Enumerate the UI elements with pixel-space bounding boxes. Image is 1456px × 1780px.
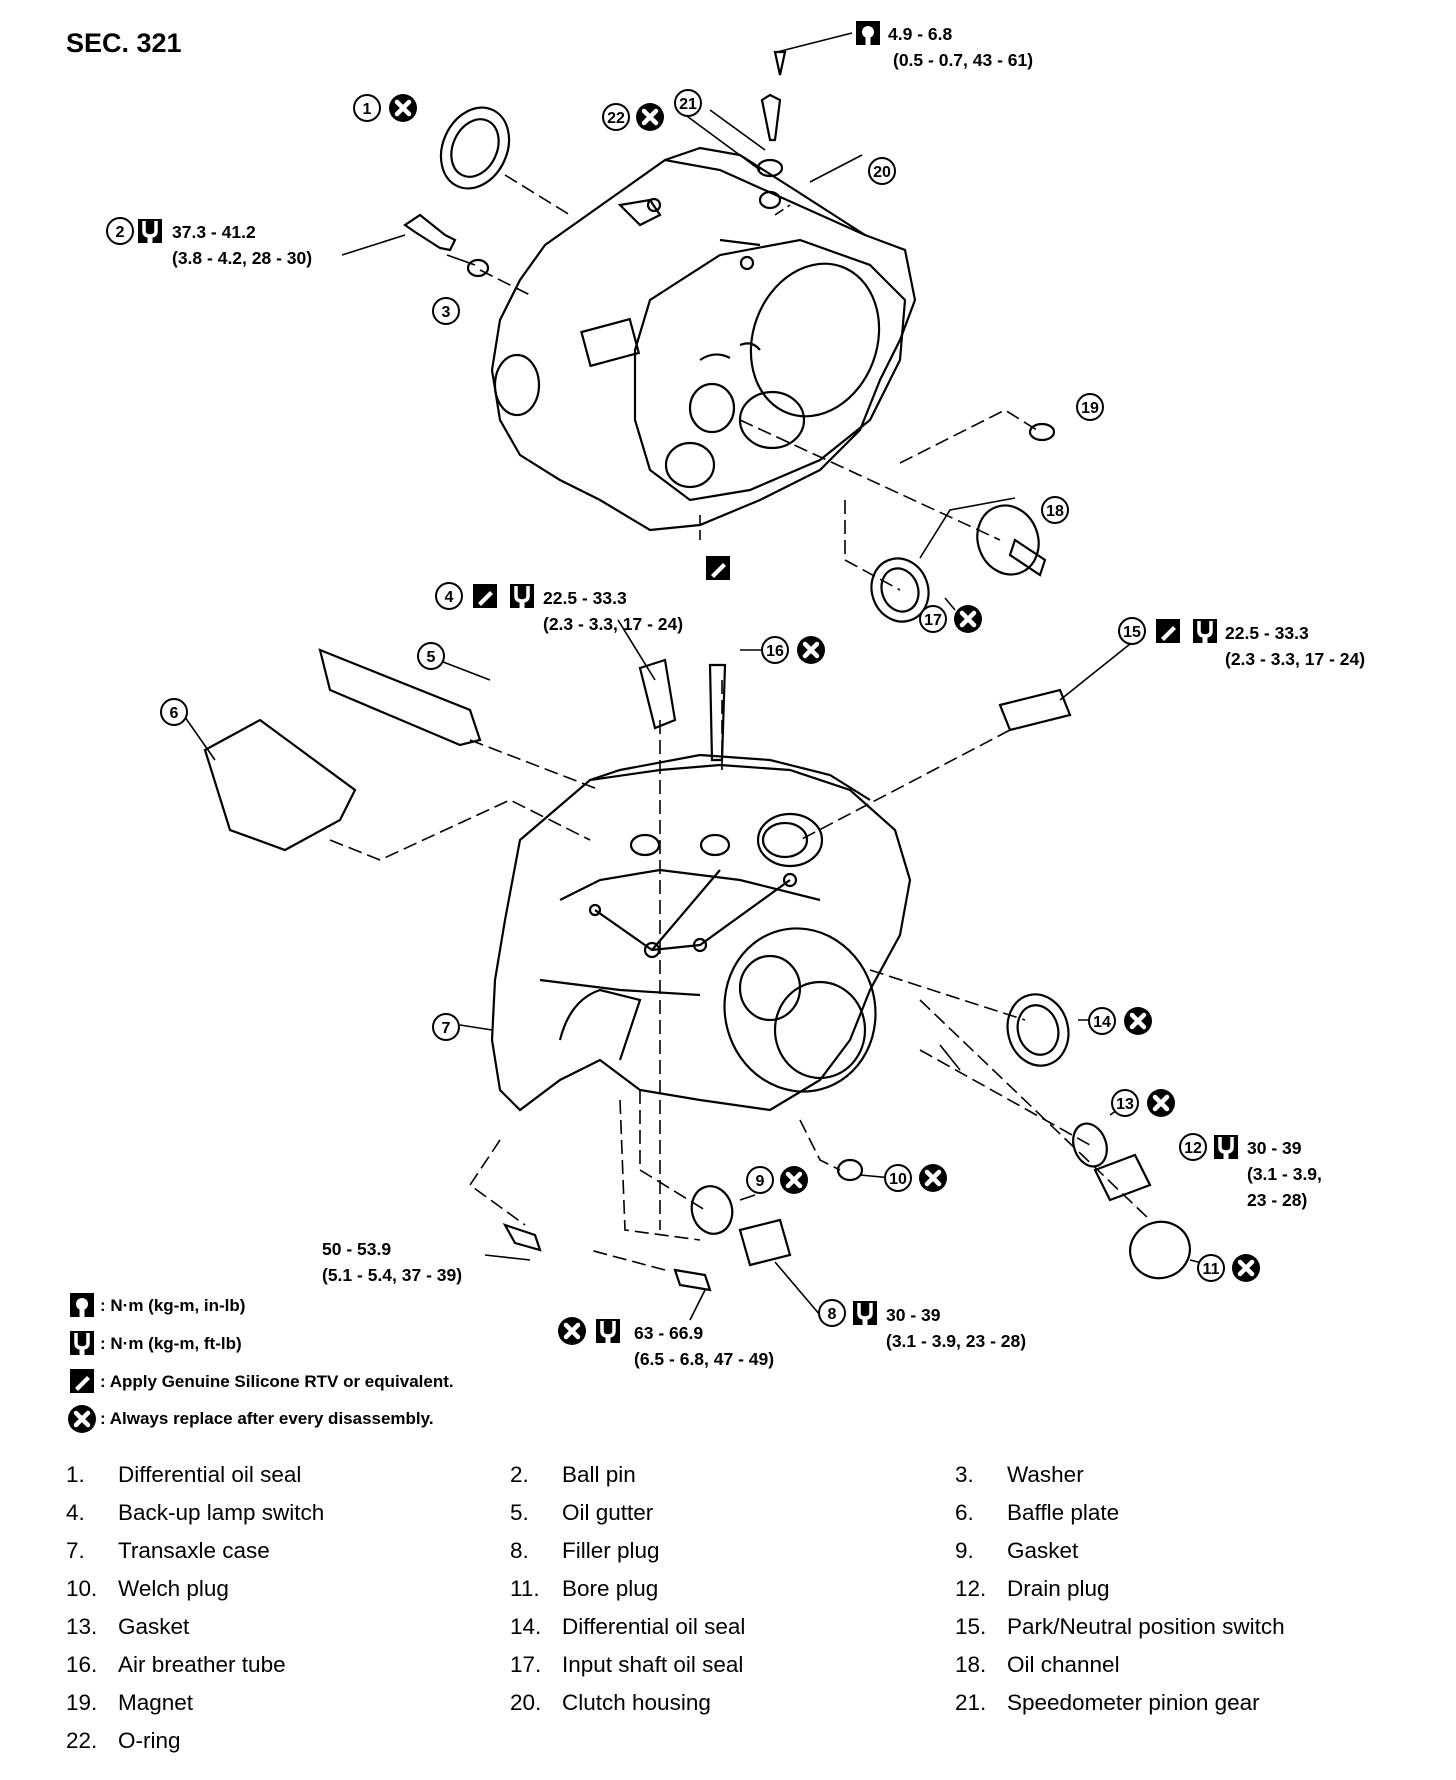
part-item: 2.Ball pin	[510, 1462, 636, 1487]
callout-10: 10	[889, 1171, 907, 1188]
torque-30-39-a-sub2: 23 - 28)	[1247, 1190, 1307, 1210]
torque-50: 50 - 53.9	[322, 1239, 391, 1259]
torque-37-3-sub: (3.8 - 4.2, 28 - 30)	[172, 248, 312, 268]
replace-icon	[68, 1405, 96, 1433]
torque-labels: 4.9 - 6.8 (0.5 - 0.7, 43 - 61) 37.3 - 41…	[172, 24, 1365, 1369]
callout-8: 8	[828, 1306, 837, 1323]
torque-63: 63 - 66.9	[634, 1323, 703, 1343]
part-item: 15.Park/Neutral position switch	[955, 1614, 1285, 1639]
parts-list: 1.Differential oil seal 2.Ball pin 3.Was…	[0, 1462, 1456, 1772]
part-item: 7.Transaxle case	[66, 1538, 270, 1563]
callout-12: 12	[1184, 1140, 1202, 1157]
clutch-housing-drawing	[490, 146, 917, 532]
part-item: 10.Welch plug	[66, 1576, 229, 1601]
torque-22-5-a-sub: (2.3 - 3.3, 17 - 24)	[543, 614, 683, 634]
callouts: 1 2 3 4 5 6 7 8 9 10 11 12 13 14 15 16 1…	[106, 89, 1260, 1327]
callout-20: 20	[873, 164, 891, 181]
callout-1: 1	[363, 101, 372, 118]
part-item: 8.Filler plug	[510, 1538, 660, 1563]
section-label: SEC. 321	[66, 28, 182, 58]
part-item: 9.Gasket	[955, 1538, 1079, 1563]
sealant-icon	[70, 1369, 94, 1393]
part-item: 3.Washer	[955, 1462, 1084, 1487]
part-item: 5.Oil gutter	[510, 1500, 654, 1525]
transaxle-case-drawing	[490, 753, 912, 1112]
exploded-view-diagram: SEC. 321	[0, 21, 1365, 1450]
torque-ftlb-icon	[68, 1329, 96, 1357]
part-item: 13.Gasket	[66, 1614, 190, 1639]
part-item: 18.Oil channel	[955, 1652, 1120, 1677]
callout-15: 15	[1123, 624, 1141, 641]
symbol-legend: : N·m (kg-m, in-lb) : N·m (kg-m, ft-lb) …	[68, 1293, 454, 1433]
callout-21: 21	[679, 96, 697, 113]
torque-22-5-b: 22.5 - 33.3	[1225, 623, 1309, 643]
leader-lines	[179, 32, 1211, 1321]
part-item: 4.Back-up lamp switch	[66, 1500, 325, 1525]
callout-3: 3	[442, 304, 451, 321]
torque-50-sub: (5.1 - 5.4, 37 - 39)	[322, 1265, 462, 1285]
legend-torque-inlb: : N·m (kg-m, in-lb)	[100, 1296, 245, 1315]
callout-2: 2	[116, 224, 125, 241]
callout-5: 5	[427, 649, 436, 666]
torque-37-3: 37.3 - 41.2	[172, 222, 256, 242]
part-item: 16.Air breather tube	[66, 1652, 286, 1677]
part-item: 21.Speedometer pinion gear	[955, 1690, 1260, 1715]
callout-16: 16	[766, 643, 784, 660]
legend-replace: : Always replace after every disassembly…	[100, 1409, 434, 1428]
part-item: 14.Differential oil seal	[510, 1614, 746, 1639]
legend-torque-ftlb: : N·m (kg-m, ft-lb)	[100, 1334, 242, 1353]
part-item: 20.Clutch housing	[510, 1690, 711, 1715]
callout-13: 13	[1116, 1096, 1134, 1113]
torque-30-39-a-sub1: (3.1 - 3.9,	[1247, 1164, 1322, 1184]
torque-inlb-icon	[70, 1293, 94, 1317]
torque-22-5-a: 22.5 - 33.3	[543, 588, 627, 608]
part-item: 17.Input shaft oil seal	[510, 1652, 744, 1677]
part-item: 6.Baffle plate	[955, 1500, 1120, 1525]
callout-22: 22	[607, 110, 625, 127]
callout-17: 17	[924, 612, 942, 629]
torque-63-sub: (6.5 - 6.8, 47 - 49)	[634, 1349, 774, 1369]
part-item: 1.Differential oil seal	[66, 1462, 302, 1487]
callout-14: 14	[1093, 1014, 1111, 1031]
torque-4-9-sub: (0.5 - 0.7, 43 - 61)	[893, 50, 1033, 70]
callout-4: 4	[445, 589, 454, 606]
callout-7: 7	[442, 1020, 451, 1037]
callout-18: 18	[1046, 503, 1064, 520]
torque-30-39-b: 30 - 39	[886, 1305, 941, 1325]
part-item: 11.Bore plug	[510, 1576, 659, 1601]
torque-4-9: 4.9 - 6.8	[888, 24, 952, 44]
torque-30-39-a: 30 - 39	[1247, 1138, 1302, 1158]
legend-sealant: : Apply Genuine Silicone RTV or equivale…	[100, 1372, 454, 1391]
torque-30-39-b-sub: (3.1 - 3.9, 23 - 28)	[886, 1331, 1026, 1351]
callout-6: 6	[170, 705, 179, 722]
part-item: 12.Drain plug	[955, 1576, 1110, 1601]
part-item: 19.Magnet	[66, 1690, 194, 1715]
parts-drawings	[203, 50, 1191, 1292]
part-item: 22.O-ring	[66, 1728, 181, 1753]
callout-9: 9	[756, 1173, 765, 1190]
torque-22-5-b-sub: (2.3 - 3.3, 17 - 24)	[1225, 649, 1365, 669]
callout-19: 19	[1081, 400, 1099, 417]
callout-11: 11	[1203, 1261, 1220, 1278]
